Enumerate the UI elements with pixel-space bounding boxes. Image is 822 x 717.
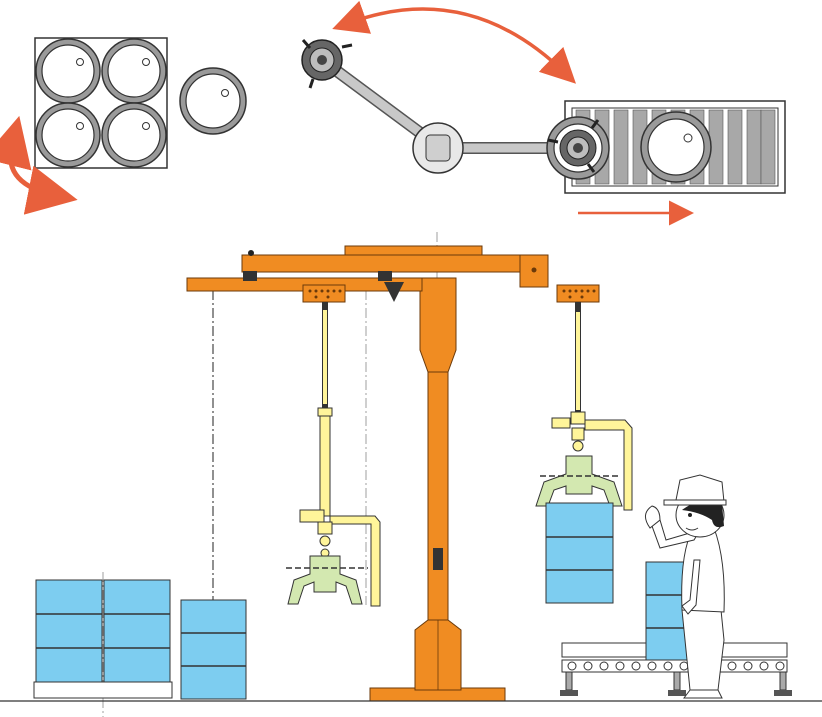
drum-pallet-elevation bbox=[33, 579, 173, 699]
jib-arm-plan-view bbox=[301, 39, 578, 174]
loose-drum-top bbox=[179, 67, 247, 135]
drum-top-3 bbox=[35, 102, 101, 168]
trolley-right bbox=[556, 284, 600, 303]
drum-top-2 bbox=[101, 38, 167, 104]
drum-floor bbox=[180, 599, 247, 700]
jib-crane bbox=[186, 245, 549, 702]
drum-top-conveyor bbox=[640, 111, 712, 183]
drum-top-1 bbox=[35, 38, 101, 104]
drum-held bbox=[545, 502, 614, 604]
conveyor-plan-view bbox=[546, 100, 786, 194]
curved-arrow-icon bbox=[0, 115, 78, 215]
drum-lifter-left bbox=[286, 302, 381, 607]
operator-figure bbox=[645, 474, 727, 699]
drum-top-4 bbox=[101, 102, 167, 168]
drum-lifter-right bbox=[535, 302, 633, 511]
pallet-plan-view bbox=[34, 37, 168, 169]
curved-arrow-icon bbox=[332, 0, 577, 84]
